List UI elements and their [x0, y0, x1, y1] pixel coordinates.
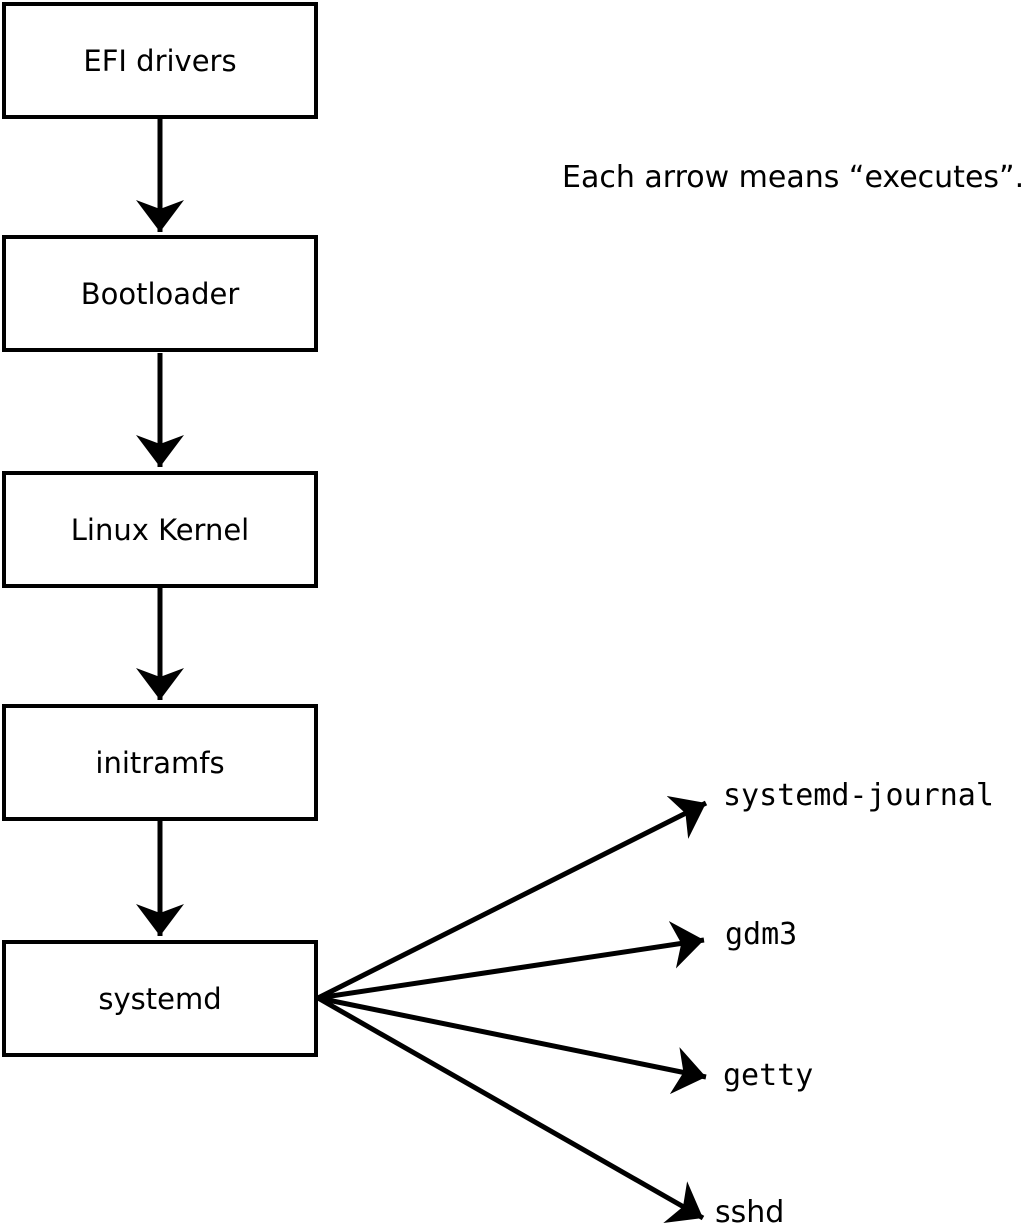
- box-label-efi-drivers: EFI drivers: [83, 44, 236, 78]
- box-label-systemd: systemd: [98, 982, 221, 1016]
- box-efi-drivers: [2, 2, 318, 119]
- box-bootloader: [2, 235, 318, 352]
- annotation-arrow-meaning: Each arrow means “executes”.: [562, 160, 1023, 195]
- arrow-systemd-to-sshd: [316, 995, 705, 1223]
- label-gdm3: gdm3: [725, 917, 797, 952]
- box-initramfs: [2, 704, 318, 821]
- box-linux-kernel: [2, 471, 318, 588]
- arrow-systemd-to-getty: [317, 995, 707, 1095]
- box-label-initramfs: initramfs: [95, 746, 224, 780]
- arrow-systemd-to-journal: [316, 795, 708, 1001]
- box-systemd: [2, 940, 318, 1057]
- label-getty: getty: [723, 1058, 813, 1093]
- box-label-bootloader: Bootloader: [81, 277, 240, 311]
- label-systemd-journal: systemd-journal: [723, 778, 994, 813]
- box-label-linux-kernel: Linux Kernel: [71, 513, 249, 547]
- arrow-systemd-to-gdm3: [317, 921, 705, 1001]
- label-sshd: sshd: [715, 1195, 784, 1230]
